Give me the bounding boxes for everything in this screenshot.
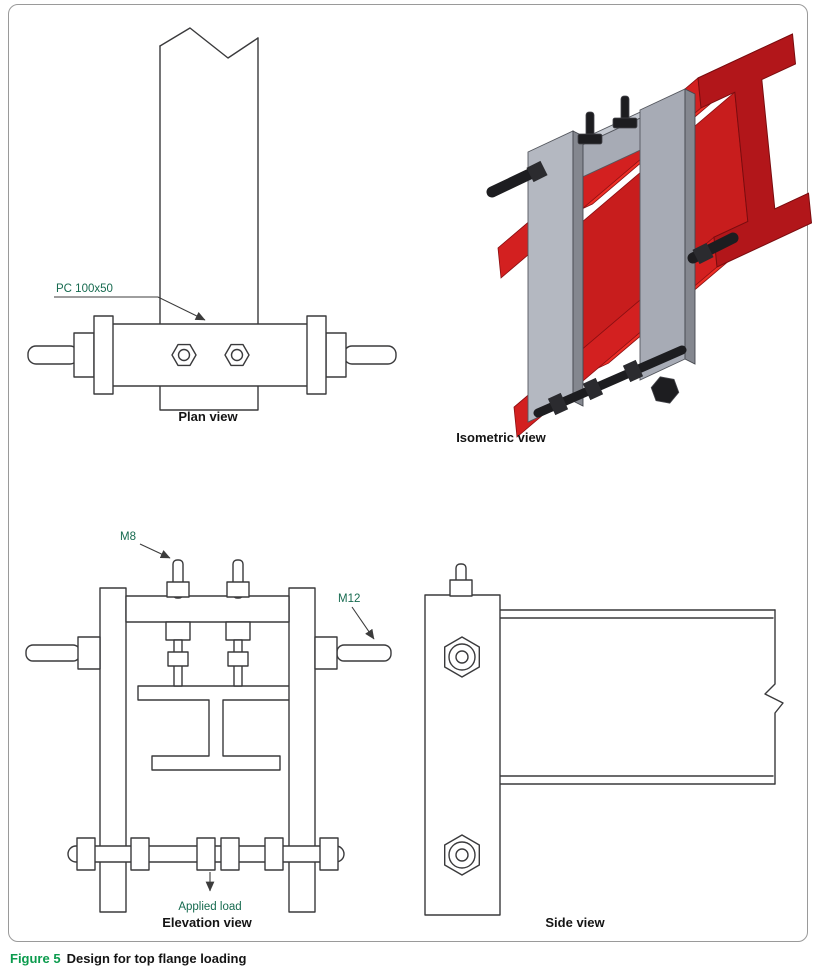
clamp-near-bar-side [572,130,584,407]
m12-nut-left [526,160,548,183]
plan-clamp-assembly [27,315,397,395]
bottom-hex-bolt-head [650,376,680,404]
right-bolt-washer [325,332,347,378]
m8-washer-pad [165,621,191,641]
m12-nut [314,636,338,670]
rod-nut [319,837,339,871]
m12-rod [336,644,392,662]
i-beam-cross-section [137,685,295,771]
hex-nut [444,834,481,876]
bottom-rod-assembly [67,837,345,871]
column-break-symbol [159,27,259,59]
m12-nut-right [692,242,714,265]
m12-bolt-left [25,636,101,670]
rod-nut [130,837,150,871]
hex-nut [444,636,481,678]
isometric-view-caption: Isometric view [456,430,546,445]
elevation-view-drawing: M8 M12 Applied load Elevation view [25,531,392,930]
applied-load-annotation: Applied load [178,872,242,913]
plan-view-caption: Plan view [178,409,238,424]
m12-nut [77,636,101,670]
m8-lower-nut [167,651,189,667]
hex-nut [224,343,250,367]
elevation-view-caption: Elevation view [162,915,252,930]
plan-callout-pc: PC 100x50 [54,283,206,321]
side-beam [499,609,784,785]
m8-bolt-assembly [165,559,191,687]
callout-m8-label: M8 [120,531,136,543]
clamp-far-bar-side [684,88,696,365]
plan-view-drawing: PC 100x50 Plan view [27,27,397,424]
rod-nut [582,377,604,401]
left-end-plate [93,315,114,395]
beam-end-cross-section [697,33,813,268]
applied-load-label: Applied load [178,901,241,913]
rod-nut [220,837,240,871]
callout-m8-leader [139,543,171,559]
callout-m12-label: M12 [338,593,360,605]
side-view-drawing: Side view [424,563,784,930]
elevation-clamp [25,559,392,913]
figure-caption: Figure 5 Design for top flange loading [10,951,246,966]
hex-nut [171,343,197,367]
right-end-plate [306,315,327,395]
side-clamp-plate [424,563,501,916]
m8-lower-nut [227,651,249,667]
figure-caption-label: Figure 5 [10,951,61,966]
top-channel-bar [125,595,290,623]
m8-top-nut [226,581,250,598]
elevation-callout-m12: M12 [338,593,375,640]
iso-clamp [527,88,696,423]
m8-bolt-nut [577,133,603,145]
m12-bolt-right [314,636,392,670]
rod-nut [622,359,644,383]
m8-top-nut [166,581,190,598]
clamp-channel-bar [111,323,309,387]
left-side-plate [99,587,127,913]
clamp-far-bar [639,88,686,381]
left-bolt-rod [27,345,79,365]
rod-nut [264,837,284,871]
callout-pc-label: PC 100x50 [56,283,113,295]
elevation-callout-m8: M8 [120,531,171,559]
left-bolt-washer [73,332,95,378]
elevation-beam-section [137,685,295,771]
rod-nut [196,837,216,871]
m8-bolt-assembly [225,559,251,687]
m8-washer-pad [225,621,251,641]
rod-nut [547,392,569,416]
rod-nut [76,837,96,871]
callout-pc-leader [54,296,206,321]
right-bolt-rod [343,345,397,365]
m8-bolt-nut [612,117,638,129]
iso-fasteners [486,95,739,418]
m12-bolt-left [486,166,540,198]
figure-caption-text: Design for top flange loading [66,951,247,966]
m8-base-nut [449,579,473,597]
beam-break-symbol [764,609,784,785]
isometric-view-drawing: Isometric view [456,33,813,445]
m12-rod [25,644,81,662]
side-view-caption: Side view [545,915,605,930]
callout-m12-leader [351,606,375,640]
right-side-plate [288,587,316,913]
